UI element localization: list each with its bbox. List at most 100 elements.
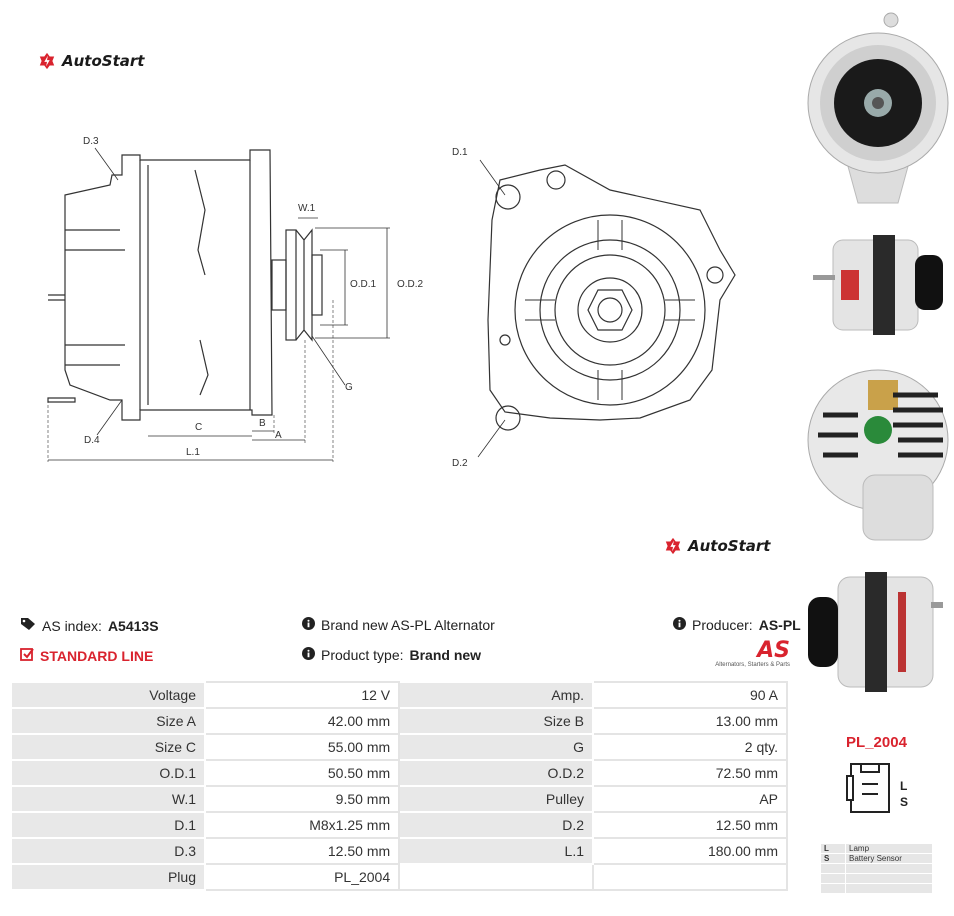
plug-legend: L Lamp S Battery Sensor <box>820 843 933 894</box>
spec-value: 90 A <box>592 681 788 709</box>
label-w1: W.1 <box>298 203 316 214</box>
autostart-logo-icon <box>39 52 55 70</box>
tag-icon <box>20 617 36 634</box>
as-index: AS index: A5413S <box>20 617 159 634</box>
spec-value: M8x1.25 mm <box>203 811 401 839</box>
label-g: G <box>345 382 353 393</box>
product-description: Brand new AS-PL Alternator <box>302 617 495 633</box>
legend-row-empty <box>820 883 933 894</box>
plug-diagram: L S <box>846 763 908 813</box>
label-od1: O.D.1 <box>350 279 377 290</box>
front-view <box>477 159 736 458</box>
standard-line-badge: STANDARD LINE <box>20 647 153 664</box>
spec-label: Size C <box>10 733 206 761</box>
technical-drawing: D.3 D.4 W.1 O.D.1 O.D.2 G C B A L.1 D.1 … <box>47 136 736 469</box>
legend-key: S <box>820 853 846 864</box>
info-icon <box>302 617 315 633</box>
label-a: A <box>275 430 282 441</box>
brand-name: AutoStart <box>62 52 145 70</box>
spec-label: L.1 <box>398 837 595 865</box>
spec-value: 12 V <box>203 681 401 709</box>
producer-label: Producer: <box>692 617 753 633</box>
product-photo-side-pulley <box>803 552 953 717</box>
spec-value: 13.00 mm <box>592 707 788 735</box>
as-pl-logo: AS Alternators, Starters & Parts <box>710 638 790 669</box>
plug-id: PL_2004 <box>846 734 907 751</box>
spec-value: 12.50 mm <box>203 837 401 865</box>
spec-label: Size A <box>10 707 206 735</box>
spec-label: Amp. <box>398 681 595 709</box>
spec-label: Pulley <box>398 785 595 813</box>
spec-label: O.D.2 <box>398 759 595 787</box>
legend-row: L Lamp <box>820 843 933 854</box>
legend-key: L <box>820 843 846 854</box>
legend-desc: Battery Sensor <box>845 853 933 864</box>
spec-label: D.1 <box>10 811 206 839</box>
spec-label: G <box>398 733 595 761</box>
spec-label: Voltage <box>10 681 206 709</box>
spec-label: O.D.1 <box>10 759 206 787</box>
label-l1: L.1 <box>186 447 200 458</box>
label-c: C <box>195 422 202 433</box>
side-view <box>47 147 390 462</box>
product-photo-side <box>803 210 953 350</box>
brand-logo-secondary: AutoStart <box>664 537 770 555</box>
plug-pin-l: L <box>900 779 907 793</box>
label-d4: D.4 <box>84 435 100 446</box>
spec-label <box>398 863 595 891</box>
spec-label: Size B <box>398 707 595 735</box>
brand-logo: AutoStart <box>38 52 144 70</box>
autostart-logo-icon <box>665 537 681 555</box>
spec-value: 12.50 mm <box>592 811 788 839</box>
spec-value: PL_2004 <box>203 863 401 891</box>
label-d3: D.3 <box>83 136 99 147</box>
label-od2: O.D.2 <box>397 279 424 290</box>
spec-value: 72.50 mm <box>592 759 788 787</box>
spec-value: 2 qty. <box>592 733 788 761</box>
spec-label: D.2 <box>398 811 595 839</box>
plug-pin-s: S <box>900 795 908 809</box>
spec-value <box>592 863 788 891</box>
product-photo-front <box>803 8 953 208</box>
standard-line-text: STANDARD LINE <box>40 647 154 664</box>
product-type: Product type: Brand new <box>302 647 481 663</box>
spec-label: W.1 <box>10 785 206 813</box>
spec-value: AP <box>592 785 788 813</box>
legend-desc: Lamp <box>845 843 933 854</box>
producer: Producer: AS-PL <box>673 617 801 633</box>
spec-value: 55.00 mm <box>203 733 401 761</box>
producer-value: AS-PL <box>758 617 801 633</box>
spec-value: 50.50 mm <box>203 759 401 787</box>
label-d2: D.2 <box>452 458 468 469</box>
spec-label: D.3 <box>10 837 206 865</box>
as-tagline: Alternators, Starters & Parts <box>715 662 790 668</box>
as-logo-text: AS <box>757 638 790 663</box>
info-icon <box>302 647 315 663</box>
legend-row: S Battery Sensor <box>820 853 933 864</box>
as-index-value: A5413S <box>107 617 159 634</box>
legend-row-empty <box>820 863 933 874</box>
checkbox-icon <box>20 647 34 664</box>
spec-value: 180.00 mm <box>592 837 788 865</box>
spec-value: 42.00 mm <box>203 707 401 735</box>
spec-value: 9.50 mm <box>203 785 401 813</box>
legend-row-empty <box>820 873 933 884</box>
description-text: Brand new AS-PL Alternator <box>321 617 495 633</box>
product-photo-rear <box>803 355 953 545</box>
label-b: B <box>259 418 266 429</box>
label-d1: D.1 <box>452 147 468 158</box>
product-type-label: Product type: <box>321 647 404 663</box>
brand-name: AutoStart <box>688 537 771 555</box>
product-type-value: Brand new <box>409 647 482 663</box>
as-index-label: AS index: <box>42 617 102 634</box>
spec-label: Plug <box>10 863 206 891</box>
